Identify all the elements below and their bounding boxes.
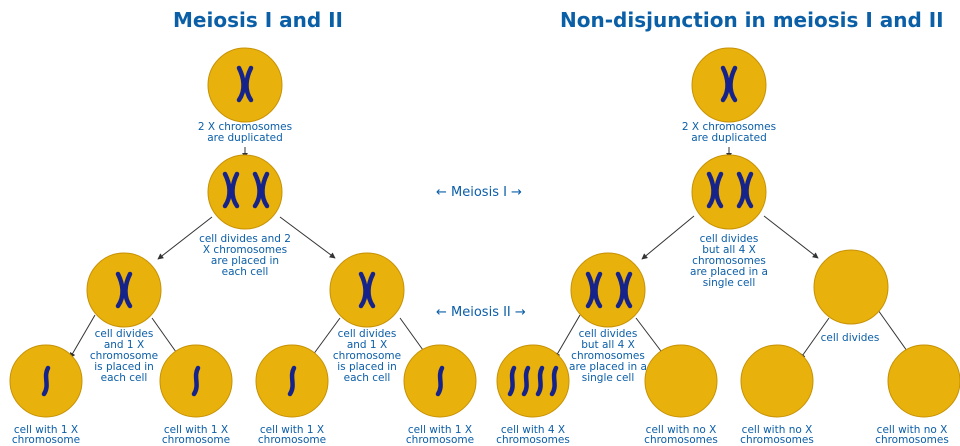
cell-duplicated	[691, 154, 767, 230]
cell-bottom	[159, 344, 233, 418]
arrow	[279, 216, 336, 259]
bottom-label: cell with no X chromosomes	[740, 424, 814, 446]
cell-bottom	[644, 344, 718, 418]
bottom-label: cell with 1 X chromosome	[161, 424, 231, 446]
left-title: Meiosis I and II	[173, 8, 343, 32]
arrow	[554, 314, 581, 359]
arrow	[157, 216, 213, 260]
cell-left-child	[570, 252, 646, 328]
bottom-label: cell with 1 X chromosome	[11, 424, 81, 446]
cell-bottom	[887, 344, 960, 418]
arrow	[309, 317, 341, 360]
caption-split: cell divides and 2 X chromosomes are pla…	[199, 233, 291, 278]
caption-right-child: cell divides and 1 X chromosome is place…	[332, 328, 402, 384]
meiosis-2-label: ← Meiosis II →	[436, 305, 526, 320]
cell-right-child	[329, 252, 405, 328]
cell-bottom	[740, 344, 814, 418]
right-title: Non-disjunction in meiosis I and II	[560, 8, 944, 32]
cell-bottom	[496, 344, 570, 418]
caption-top: 2 X chromosomes are duplicated	[681, 121, 777, 144]
caption-top: 2 X chromosomes are duplicated	[197, 121, 293, 144]
cell-top	[691, 47, 767, 123]
arrow	[799, 317, 830, 360]
cell-duplicated	[207, 154, 283, 230]
right-tree	[496, 47, 960, 418]
arrow	[641, 215, 695, 260]
caption-left-child: cell divides but all 4 X chromosomes are…	[569, 328, 647, 384]
bottom-label: cell with 1 X chromosome	[257, 424, 327, 446]
arrow	[763, 215, 819, 259]
cell-top	[207, 47, 283, 123]
caption-left-child: cell divides and 1 X chromosome is place…	[89, 328, 159, 384]
cell-right-child	[813, 249, 889, 325]
meiosis-1-label: ← Meiosis I →	[436, 185, 522, 200]
caption-right-child: cell divides	[820, 332, 880, 344]
cell-left-child	[86, 252, 162, 328]
bottom-label: cell with no X chromosomes	[644, 424, 718, 446]
cell-bottom	[403, 344, 477, 418]
bottom-label: cell with no X chromosomes	[875, 424, 949, 446]
arrow	[69, 314, 96, 359]
cell-bottom	[9, 344, 83, 418]
bottom-label: cell with 1 X chromosome	[405, 424, 475, 446]
caption-split: cell divides but all 4 X chromosomes are…	[690, 233, 768, 289]
left-tree	[9, 47, 477, 418]
bottom-label: cell with 4 X chromosomes	[496, 424, 570, 446]
cell-bottom	[255, 344, 329, 418]
